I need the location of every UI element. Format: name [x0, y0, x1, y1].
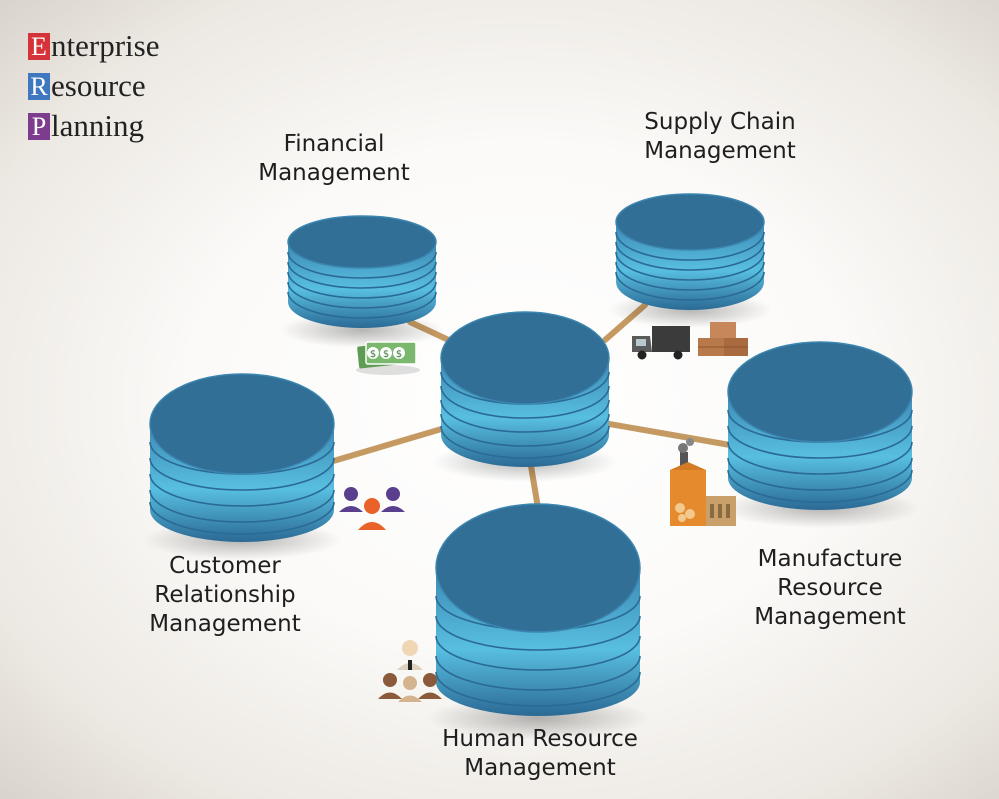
title-letter-p: P [28, 112, 50, 140]
database-manufacture [720, 341, 920, 528]
label-customer-relationship-management: Customer Relationship Management [149, 553, 301, 637]
title-line-enterprise: E nterprise [28, 26, 159, 66]
label-financial-management: Financial Management [258, 131, 410, 186]
erp-title: E nterprise R esource P lanning [28, 26, 159, 146]
customer-group-icon [339, 487, 405, 530]
title-line-planning: P lanning [28, 106, 159, 146]
title-letter-e: E [28, 32, 50, 60]
factory-icon [670, 438, 736, 526]
svg-text:$: $ [370, 349, 376, 360]
database-central [433, 311, 617, 482]
money-icon: $ $ $ [356, 341, 420, 375]
team-hierarchy-icon [378, 640, 442, 702]
connector-manufacture [595, 419, 733, 448]
title-word-planning: lanning [51, 108, 144, 143]
label-human-resource-management: Human Resource Management [442, 726, 638, 781]
title-letter-r: R [28, 72, 50, 100]
connector-customer [327, 422, 458, 465]
database-supply-chain [608, 193, 772, 328]
title-line-resource: R esource [28, 66, 159, 106]
svg-text:$: $ [383, 349, 389, 360]
title-word-resource: esource [51, 68, 146, 103]
database-financial [280, 215, 444, 348]
title-word-enterprise: nterprise [51, 28, 160, 63]
database-human-resource [426, 503, 650, 740]
label-supply-chain-management: Supply Chain Management [644, 109, 796, 164]
delivery-truck-icon [632, 322, 748, 360]
svg-text:$: $ [396, 349, 402, 360]
label-manufacture-resource-management: Manufacture Resource Management [754, 546, 906, 630]
database-customer-relationship [142, 373, 342, 560]
